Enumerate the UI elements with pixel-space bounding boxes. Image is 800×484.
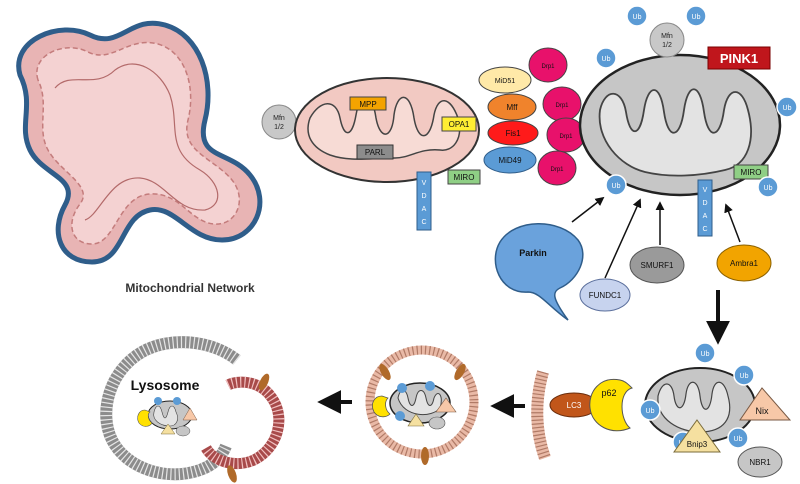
mpp-box (349, 96, 387, 111)
damaged-mitochondrion: PINK1 Mfn 1/2 MIRO V D A C Ub Ub Ub Ub U… (578, 5, 798, 237)
mff-label: Mff (507, 103, 519, 112)
lc3-tab (454, 363, 466, 381)
bnip3-label: Bnip3 (687, 440, 708, 449)
mfn-label-damaged-1: Mfn (661, 33, 673, 40)
healthy-mitochondrion: Mfn 1/2 MPP OPA1 PARL MIRO V D A C (261, 77, 481, 231)
damaged-mito-cristae (598, 88, 752, 177)
ub-circle (639, 399, 661, 421)
lc3-label: LC3 (567, 401, 582, 410)
ub-label: Ub (602, 56, 611, 63)
miro-label-damaged: MIRO (741, 168, 762, 177)
ambra1-arrow (724, 203, 741, 243)
ub-label: Ub (734, 436, 743, 443)
fission-machinery: MiD51 Mff Fis1 MiD49 Drp1 Drp1 Drp1 Drp1 (478, 47, 586, 186)
nbr1-label: NBR1 (749, 458, 771, 467)
vdac-bar-damaged (697, 179, 713, 237)
ub-circle (685, 5, 707, 27)
ambra1-oval (716, 244, 772, 282)
vdac-bar-healthy (416, 171, 432, 231)
nix-label: Nix (756, 406, 769, 416)
opa1-label: OPA1 (449, 120, 470, 129)
lc3-tab (379, 363, 391, 381)
p62-shape (589, 378, 633, 432)
vdac-h-3: A (422, 206, 427, 213)
ub-circle (626, 5, 648, 27)
ub-circle (733, 364, 755, 386)
fundc1-label: FUNDC1 (589, 291, 622, 300)
fis1-oval (487, 120, 539, 146)
drp1-label-1: Drp1 (541, 64, 555, 70)
bnip3-triangle (673, 419, 721, 453)
miro-label-healthy: MIRO (454, 173, 475, 182)
ligases: Parkin FUNDC1 SMURF1 Ambra1 (494, 196, 772, 345)
ub-label: Ub (646, 408, 655, 415)
vdac-d-1: V (703, 187, 708, 194)
ub-circle (605, 174, 627, 196)
drp1-label-3: Drp1 (559, 134, 573, 140)
vdac-d-3: A (703, 213, 708, 220)
parl-box (356, 144, 394, 160)
ub-label: Ub (692, 14, 701, 21)
mfn-label-healthy-1: Mfn (273, 115, 285, 122)
parkin-shape (494, 223, 584, 321)
smurf1-label: SMURF1 (641, 261, 674, 270)
fis1-label: Fis1 (505, 129, 521, 138)
parl-label: PARL (365, 148, 386, 157)
autolysosome: Lysosome (100, 336, 285, 483)
ub-label: Ub (764, 185, 773, 192)
ub-label: Ub (701, 351, 710, 358)
opa1-box (441, 116, 477, 132)
pink1-box (707, 46, 771, 70)
pink1-label: PINK1 (720, 51, 758, 66)
smurf1-oval (629, 246, 685, 284)
mfn-bubble-healthy (261, 104, 297, 140)
ub-label: Ub (740, 373, 749, 380)
mpp-label: MPP (359, 100, 376, 109)
mfn-label-healthy-2: 1/2 (274, 124, 284, 131)
drp1-label-2: Drp1 (555, 103, 569, 109)
mfn-label-damaged-2: 1/2 (662, 42, 672, 49)
mids1-label: MiD51 (495, 78, 515, 85)
parkin-arrow (571, 196, 605, 223)
mfn-bubble-damaged (649, 22, 685, 58)
mff-oval (487, 93, 537, 121)
ambra1-label: Ambra1 (730, 259, 759, 268)
p62-label: p62 (601, 388, 616, 398)
ub-circle (694, 342, 716, 364)
mid49-oval (483, 146, 537, 174)
fundc1-oval (579, 278, 631, 312)
ub-label: Ub (783, 105, 792, 112)
ub-circle (757, 176, 779, 198)
mid49-label: MiD49 (498, 156, 522, 165)
vdac-d-2: D (702, 200, 707, 207)
miro-box-damaged (733, 164, 769, 180)
drp1-label-4: Drp1 (550, 167, 564, 173)
drp1-1 (528, 47, 568, 83)
vdac-h-1: V (422, 180, 427, 187)
ub-circle (776, 96, 798, 118)
fundc1-arrow (604, 198, 642, 279)
lysosome-label: Lysosome (131, 377, 200, 393)
nix-triangle (739, 387, 792, 421)
ub-label: Ub (633, 14, 642, 21)
ub-circle (727, 427, 749, 449)
autophagosome (365, 345, 479, 465)
mitochondrial-network: Mitochondrial Network (16, 20, 263, 295)
ub-circle (595, 47, 617, 69)
network-label: Mitochondrial Network (125, 281, 255, 295)
parkin-label: Parkin (519, 248, 547, 258)
vdac-d-4: C (702, 226, 707, 233)
vdac-h-4: C (421, 219, 426, 226)
ub-label: Ub (612, 183, 621, 190)
nbr1-oval (737, 446, 783, 478)
drp1-4 (537, 150, 577, 186)
lc3-tab (421, 447, 429, 465)
tagged-mitochondrion: LC3 p62 Ub Ub Ub Ub Ub Nix Bnip3 NBR1 (531, 342, 792, 478)
miro-box-healthy (447, 169, 481, 185)
vdac-h-2: D (421, 193, 426, 200)
mids1-oval (478, 66, 532, 94)
